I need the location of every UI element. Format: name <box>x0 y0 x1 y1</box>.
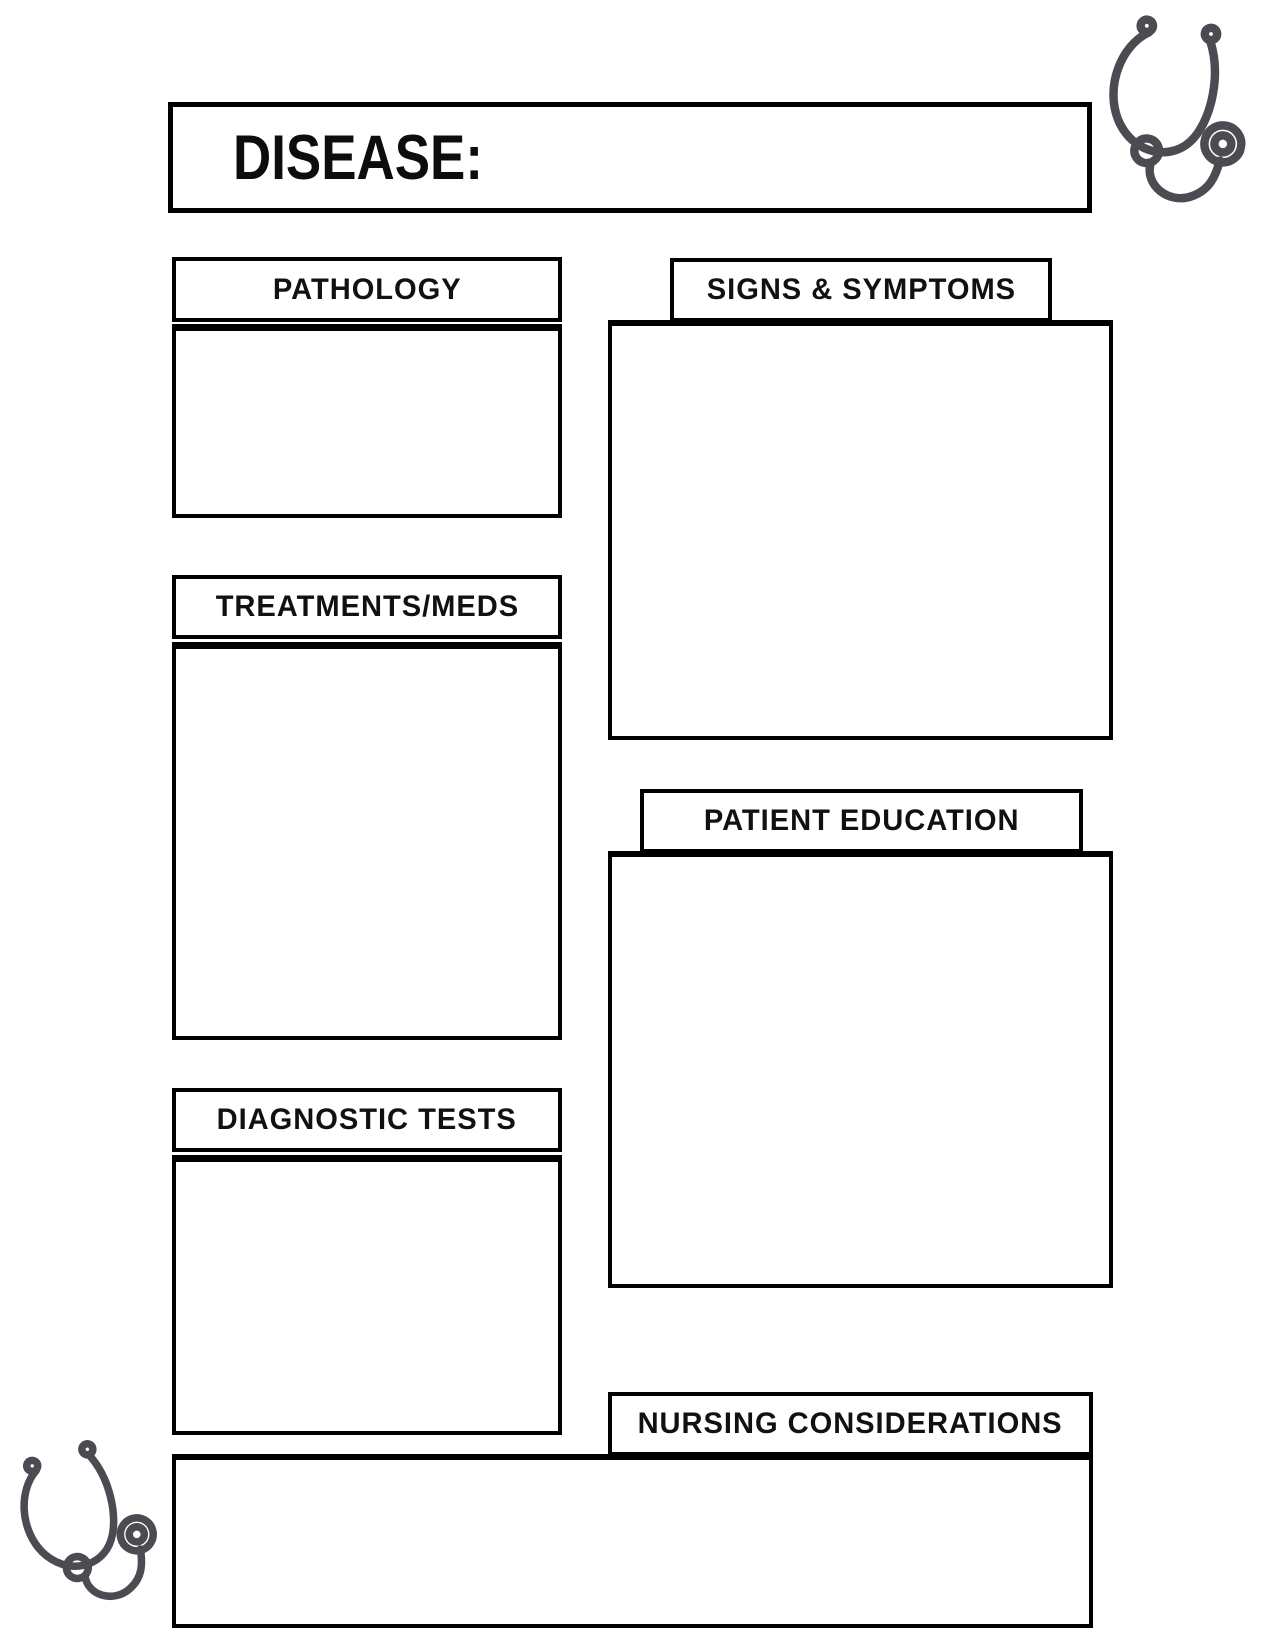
pathology-header: PATHOLOGY <box>172 257 562 322</box>
stethoscope-icon <box>0 1424 177 1635</box>
signs-symptoms-header: SIGNS & SYMPTOMS <box>670 258 1052 322</box>
diagnostic-tests-field[interactable] <box>172 1155 562 1435</box>
pathology-field[interactable] <box>172 324 562 518</box>
treatments-meds-field[interactable] <box>172 642 562 1040</box>
pathology-label: PATHOLOGY <box>272 272 462 306</box>
signs-symptoms-field[interactable] <box>608 320 1113 740</box>
nursing-considerations-field[interactable] <box>172 1454 1093 1628</box>
treatments-meds-header: TREATMENTS/MEDS <box>172 575 562 639</box>
signs-symptoms-label: SIGNS & SYMPTOMS <box>706 273 1016 306</box>
patient-education-label: PATIENT EDUCATION <box>703 804 1020 837</box>
disease-name-field[interactable] <box>503 112 1082 203</box>
nursing-considerations-label: NURSING CONSIDERATIONS <box>637 1407 1063 1440</box>
patient-education-field[interactable] <box>608 851 1113 1288</box>
stethoscope-icon <box>1066 0 1266 225</box>
disease-title-label: DISEASE: <box>233 122 483 193</box>
treatments-meds-label: TREATMENTS/MEDS <box>215 590 519 623</box>
patient-education-header: PATIENT EDUCATION <box>640 789 1083 853</box>
diagnostic-tests-label: DIAGNOSTIC TESTS <box>216 1103 518 1136</box>
diagnostic-tests-header: DIAGNOSTIC TESTS <box>172 1088 562 1152</box>
nursing-considerations-header: NURSING CONSIDERATIONS <box>608 1392 1093 1456</box>
disease-title-box: DISEASE: <box>168 102 1092 213</box>
